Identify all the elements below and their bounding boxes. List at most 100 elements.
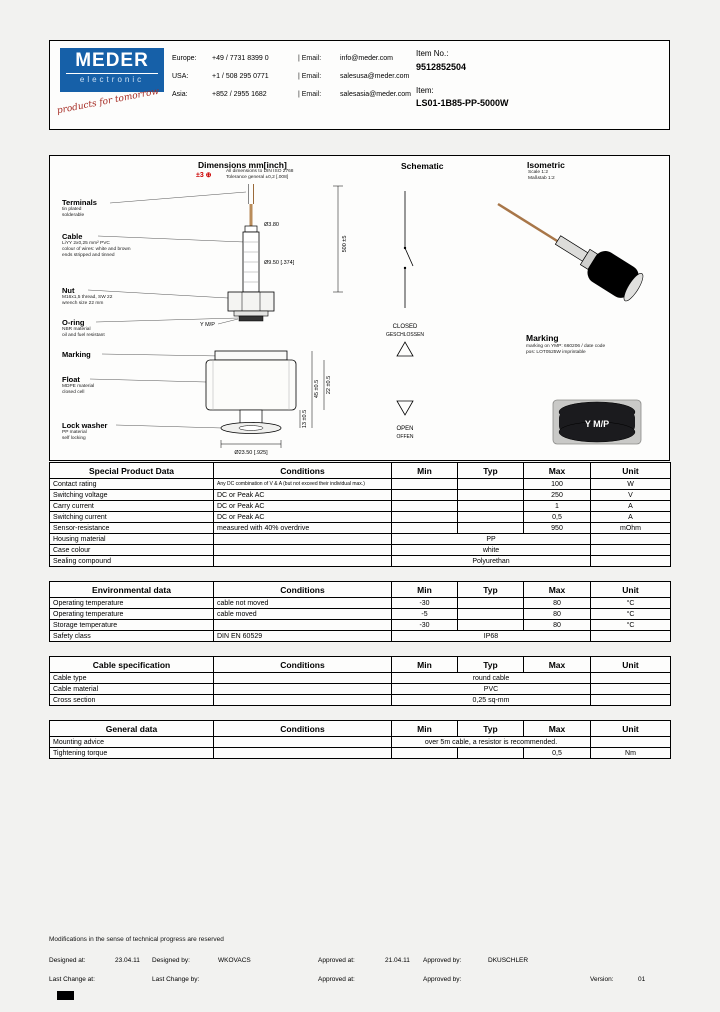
version-value: 01 <box>638 976 646 983</box>
marking-title: Marking <box>526 333 559 343</box>
table-cell: mOhm <box>590 522 671 534</box>
column-header: Conditions <box>213 462 392 479</box>
sensor-drawing <box>205 184 297 434</box>
dim-cable-length: 500 ±5 <box>342 236 348 253</box>
table-cell <box>590 544 671 556</box>
header: MEDER electronic products for tomorrow E… <box>49 40 670 130</box>
table-cell: Contact rating <box>49 478 214 490</box>
table-cell: DIN EN 60529 <box>213 630 392 642</box>
technical-drawing: Ø3.80 Ø9.50 [.374] Ø23.50 [.925] 500 ±5 … <box>87 184 644 456</box>
table-cell <box>457 522 524 534</box>
table-cell: Sensor-resistance <box>49 522 214 534</box>
table-cell: PVC <box>391 683 591 695</box>
leader-lines <box>87 191 247 429</box>
table-cell <box>590 736 671 748</box>
table-cell <box>457 608 524 620</box>
table-cell: round cable <box>391 672 591 684</box>
dimensions-title: Dimensions mm[inch] <box>198 160 287 170</box>
column-header: Max <box>523 720 591 737</box>
contact-row-usa: USA:+1 / 508 295 0771| Email:salesusa@me… <box>172 68 411 86</box>
table-cell <box>391 478 458 490</box>
schematic-closed-label: CLOSED <box>393 324 418 330</box>
table-cell: W <box>590 478 671 490</box>
designed-at-label: Designed at: <box>49 957 86 964</box>
table-cell <box>457 511 524 523</box>
table-cell <box>457 619 524 631</box>
table-cell <box>213 544 392 556</box>
dim-washer-diameter: Ø23.50 [.925] <box>234 450 268 456</box>
column-header: Min <box>391 462 458 479</box>
table-cell: Storage temperature <box>49 619 214 631</box>
phone-number: +1 / 508 295 0771 <box>212 73 269 80</box>
column-header: Conditions <box>213 720 392 737</box>
schematic-offen-label: OFFEN <box>397 434 414 440</box>
version-label: Version: <box>590 976 614 983</box>
table-cell: over 5m cable, a resistor is recommended… <box>391 736 591 748</box>
column-header: Min <box>391 656 458 673</box>
marking-notes: marking on YMP: 660206 / date code pos: … <box>526 344 605 356</box>
column-header: Conditions <box>213 656 392 673</box>
label-lock-washer: Lock washer PP material self locking <box>62 421 108 441</box>
email-address: info@meder.com <box>340 55 394 62</box>
isometric-view <box>497 202 644 302</box>
print-registration-mark <box>57 991 74 1000</box>
table-cell: Switching current <box>49 511 214 523</box>
table-cell <box>213 736 392 748</box>
table-cell: °C <box>590 608 671 620</box>
table-cell: cable not moved <box>213 597 392 609</box>
table-cell <box>213 619 392 631</box>
table-cell: 0,5 <box>523 511 591 523</box>
table-cell: DC or Peak AC <box>213 500 392 512</box>
tolerance-notes: All dimensions to DIN ISO 2768 Tolerance… <box>226 169 293 181</box>
table-cell <box>213 683 392 695</box>
approved-by-value: DKUSCHLER <box>488 957 529 964</box>
modification-note: Modifications in the sense of technical … <box>49 936 224 943</box>
table-cell: 80 <box>523 608 591 620</box>
approved-at-value: 21.04.11 <box>385 957 410 964</box>
email-address: salesasia@meder.com <box>340 91 411 98</box>
table-cell <box>457 500 524 512</box>
table-cell: 250 <box>523 489 591 501</box>
table-cell: Operating temperature <box>49 597 214 609</box>
email-label: | Email: <box>298 91 322 98</box>
table-cell: Cable material <box>49 683 214 695</box>
table-cell: -30 <box>391 619 458 631</box>
drawing-section: Ø3.80 Ø9.50 [.374] Ø23.50 [.925] 500 ±5 … <box>49 155 670 461</box>
marking-float-text: Y M/P <box>585 419 609 429</box>
logo-subtext: electronic <box>66 73 158 86</box>
phone-number: +49 / 7731 8399 0 <box>212 55 269 62</box>
approved-by2-label: Approved by: <box>423 976 462 983</box>
table-cell: Safety class <box>49 630 214 642</box>
approved-at2-label: Approved at: <box>318 976 355 983</box>
contact-row-europe: Europe:+49 / 7731 8399 0| Email:info@med… <box>172 50 411 68</box>
column-header: Max <box>523 656 591 673</box>
table-cell: 0,5 <box>523 747 591 759</box>
table-cell <box>590 672 671 684</box>
label-terminals: Terminals tin plated solderable <box>62 198 97 218</box>
dim-tube-diameter: Ø9.50 [.374] <box>264 260 295 266</box>
table-cell <box>213 533 392 545</box>
table-cell <box>213 555 392 567</box>
marking-image: Y M/P <box>552 399 642 445</box>
label-o-ring: O-ring NBR material oil and fuel resista… <box>62 318 105 338</box>
marking-line-2: pos: LOT0525W imprintable <box>526 350 586 355</box>
table-cell <box>457 747 524 759</box>
column-header: Min <box>391 720 458 737</box>
table-cell <box>590 533 671 545</box>
table-cell: -30 <box>391 597 458 609</box>
table-cell: Housing material <box>49 533 214 545</box>
